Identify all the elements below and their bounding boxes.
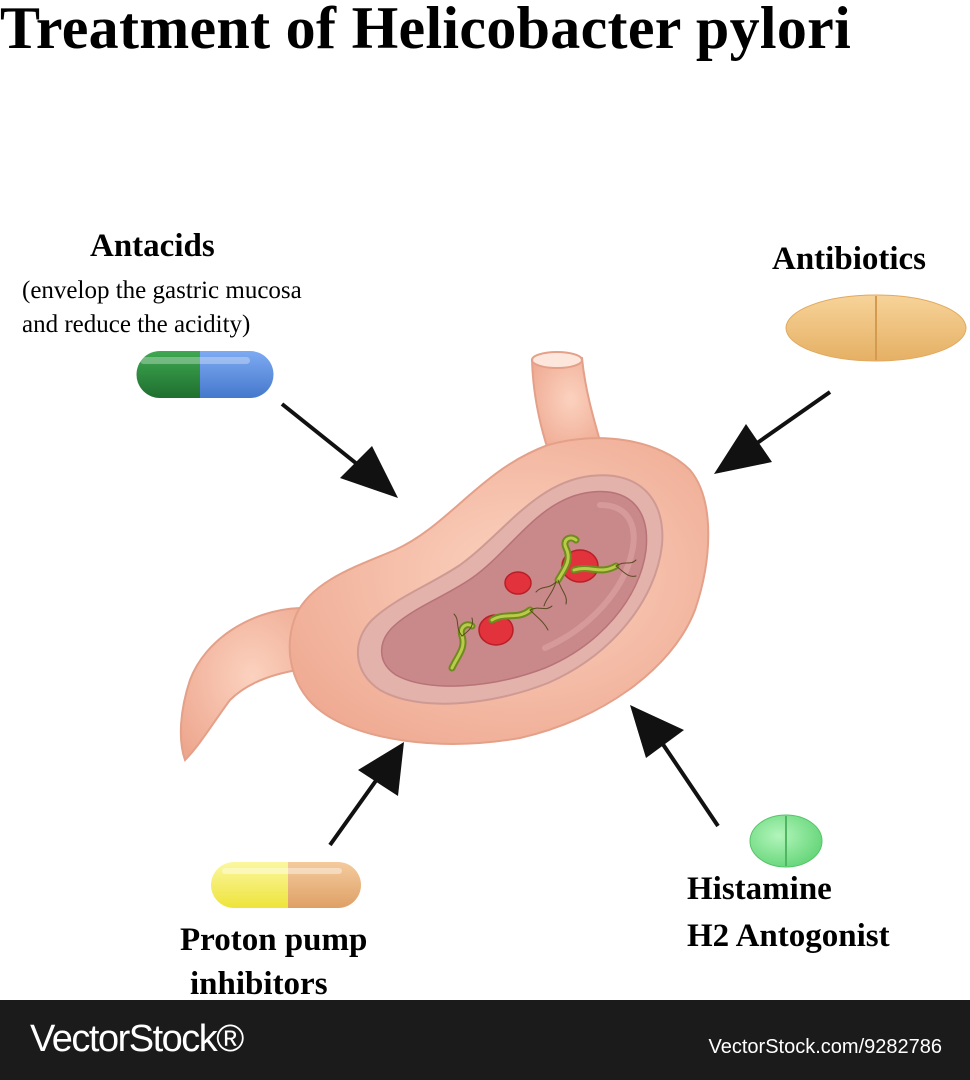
esophagus [530, 356, 604, 452]
histamine-pill [749, 814, 823, 868]
stomach [179, 351, 710, 762]
antibiotic-pill [785, 294, 967, 362]
proton-pump-capsule [211, 862, 361, 908]
mucosa-highlight [542, 502, 637, 651]
vectorstock-logo[interactable]: VectorStock® [30, 1018, 244, 1060]
antacids-note-line2: and reduce the acidity) [22, 311, 251, 338]
page-title: Treatment of Helicobacter pylori [0, 0, 852, 61]
antibiotics-label: Antibiotics [772, 241, 927, 277]
antacids-label: Antacids [90, 228, 215, 264]
arrows [280, 390, 832, 847]
arrow-histamine [654, 732, 720, 828]
esophagus-opening [531, 351, 583, 369]
histamine-label-line2: H2 Antogonist [687, 918, 890, 954]
antacids-note-line1: (envelop the gastric mucosa [22, 277, 302, 304]
footer-bar: VectorStock® VectorStock.com/9282786 [0, 1000, 970, 1080]
histamine-label-line1: Histamine [687, 871, 832, 907]
ulcer [504, 571, 532, 595]
proton-pump-label-line1: Proton pump [180, 922, 368, 958]
h-pylori-bacteria [448, 534, 637, 672]
antacid-capsule [136, 351, 274, 398]
proton-pump-label-line2: inhibitors [190, 966, 328, 1002]
stomach-diagram [136, 294, 967, 908]
duodenum [179, 606, 312, 762]
image-id: VectorStock.com/9282786 [708, 1036, 942, 1058]
